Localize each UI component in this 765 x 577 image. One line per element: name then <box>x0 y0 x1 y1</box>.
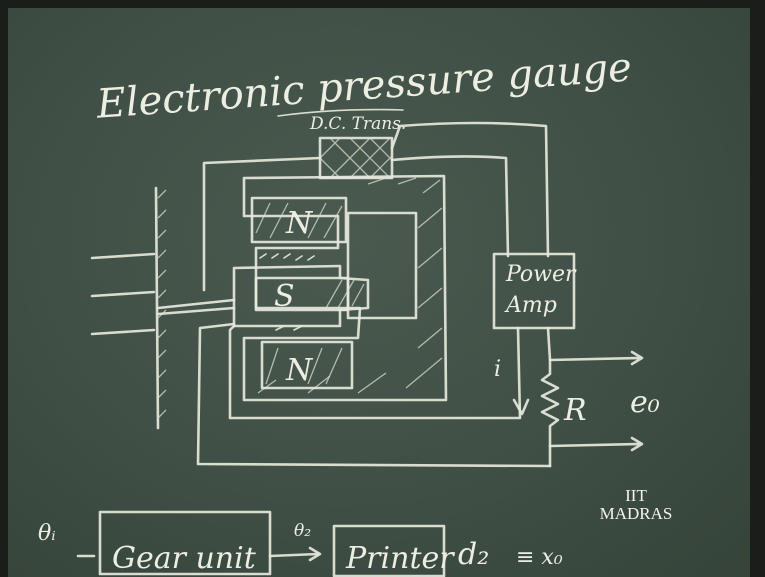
resistor-label: R <box>563 393 587 428</box>
printer-box <box>332 524 446 577</box>
transducer-label: D.C. Trans. <box>309 114 406 134</box>
north-pole-bottom-label: N <box>285 353 314 388</box>
pressure-arrow-2 <box>90 290 156 298</box>
chalkboard: Electronic pressure gauge D.C. Trans. <box>8 8 750 577</box>
north-pole-top: N <box>250 196 348 244</box>
outer-return-loop <box>196 322 552 468</box>
pressure-arrow-1 <box>90 252 156 260</box>
output-arrow-bottom <box>630 436 644 452</box>
amplifier-label-line2: Amp <box>504 293 557 318</box>
wire-transducer-amp-inner <box>390 155 510 258</box>
power-amplifier: Power Amp <box>492 252 577 330</box>
moving-coil: S <box>232 253 370 331</box>
gear-unit-label: Gear unit <box>112 541 257 576</box>
north-pole-top-label: N <box>285 206 314 241</box>
iit-madras-watermark: IIT MADRAS <box>590 487 682 523</box>
transducer-block <box>318 136 394 180</box>
output-wire-top <box>546 326 640 362</box>
north-pole-bottom: N <box>260 340 354 390</box>
output-voltage-label: e₀ <box>630 385 660 420</box>
printer-label: Printer <box>345 541 455 576</box>
current-label: i <box>494 357 501 382</box>
yoke-gap <box>346 211 418 320</box>
south-pole <box>254 276 350 312</box>
watermark-line1: IIT <box>625 486 647 505</box>
amplifier-label-line1: Power <box>505 262 577 287</box>
x0-label: ≡ x₀ <box>516 545 563 570</box>
diaphragm-rod <box>156 298 236 310</box>
pressure-diaphragm <box>90 186 236 430</box>
feedback-loop-inner <box>228 324 522 420</box>
wire-left-lead <box>202 156 322 292</box>
bottom-row: θᵢ Gear unit θ₂ Printer d₂ ≡ x₀ <box>38 510 563 577</box>
current-arrow <box>512 398 530 416</box>
gear-to-printer-arrow <box>268 552 320 558</box>
d2-label: d₂ <box>458 537 489 572</box>
gear-unit-box <box>98 510 272 576</box>
title-underline <box>277 108 404 117</box>
pressure-arrow-3 <box>90 328 156 336</box>
resistor <box>540 358 560 468</box>
pressure-gauge-diagram: Electronic pressure gauge D.C. Trans. <box>38 44 660 577</box>
output-arrow-top <box>630 350 644 366</box>
output-wire-bottom <box>548 442 640 448</box>
input-angle-label: θᵢ <box>38 521 56 546</box>
wire-transducer-amp-outer <box>390 121 550 258</box>
watermark-line2: MADRAS <box>599 504 673 523</box>
south-pole-label: S <box>274 279 295 314</box>
theta2-label: θ₂ <box>294 521 311 541</box>
